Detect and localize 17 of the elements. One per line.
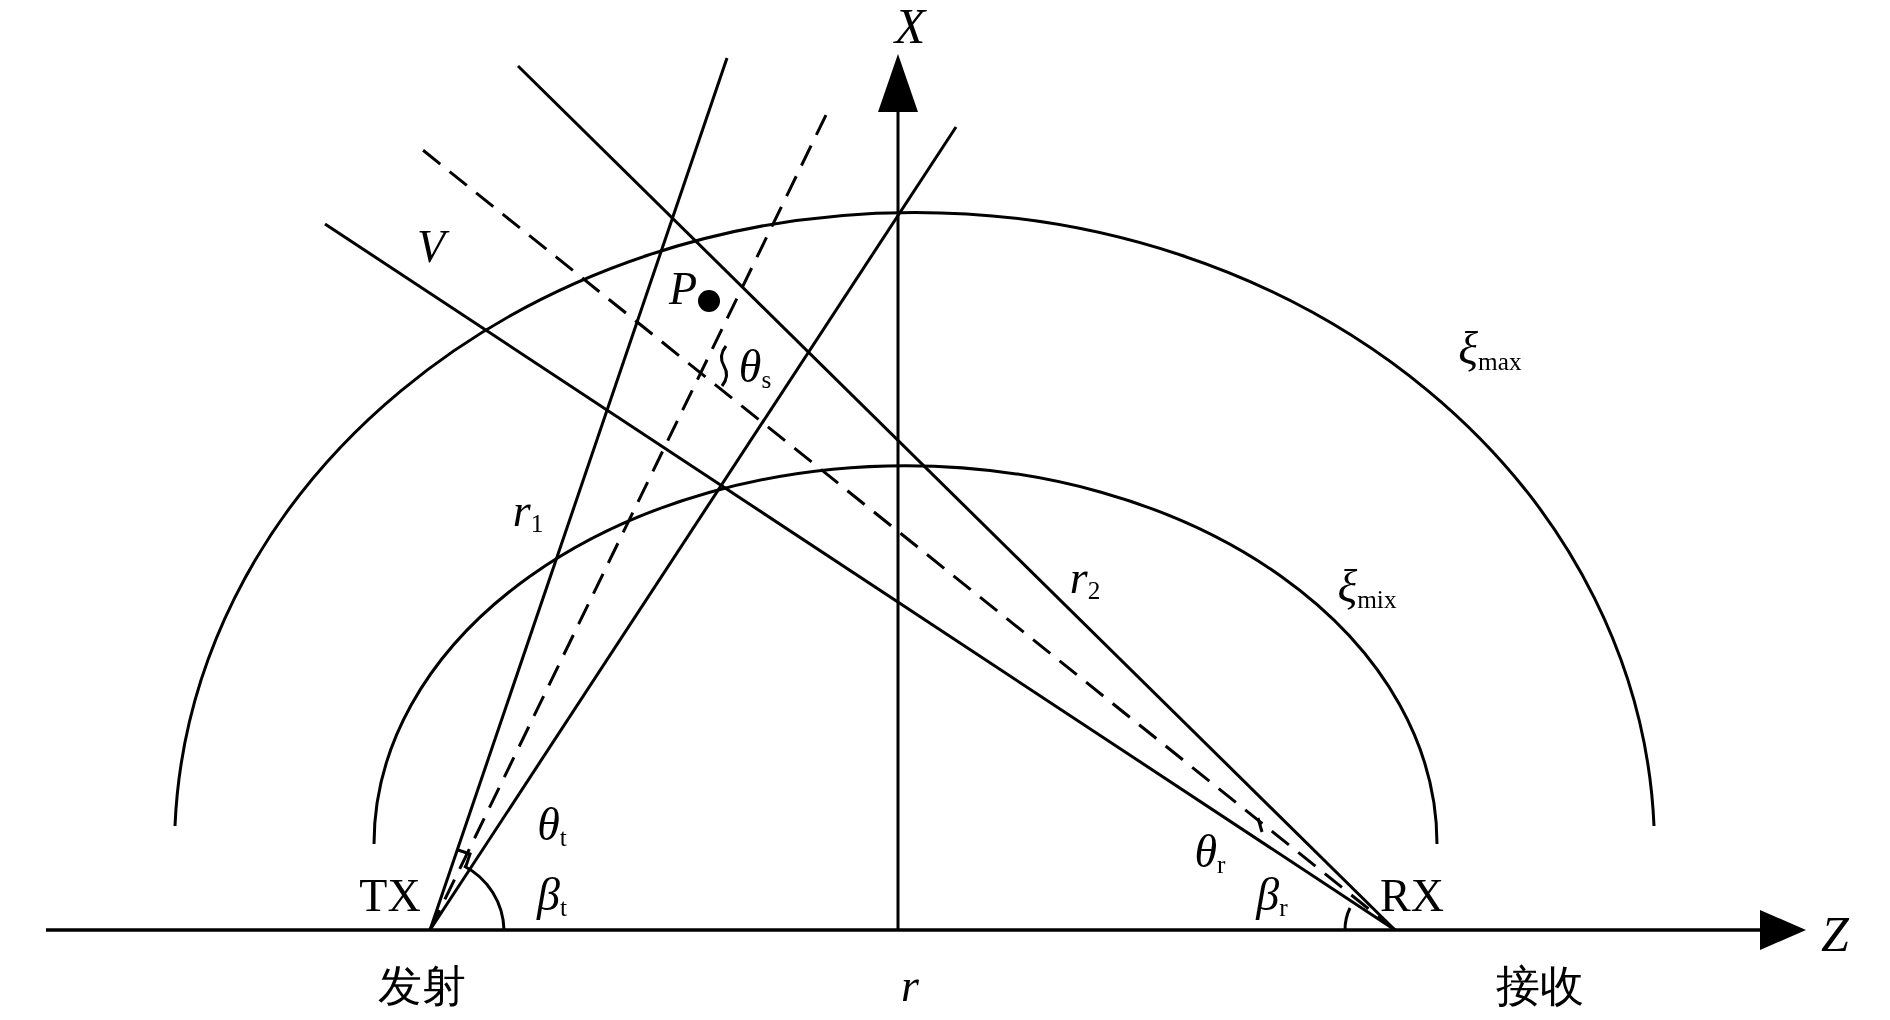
angle-label: θ$_{r}$ [1194,828,1226,878]
distance-label: r$_{2}$ [1069,554,1101,604]
angle-label: β$_{r}$ [1256,871,1288,921]
caption-label: 接收 [1496,964,1584,1008]
caption-label: 发射 [378,964,466,1008]
point-label: P [668,266,698,312]
distance-label: r$_{1}$ [512,487,544,537]
axis-label: X [894,1,926,51]
angle-label: β$_{t}$ [537,871,567,921]
axis-label: Z [1821,909,1849,959]
contour-label: ξ$_{max}$ [1458,325,1522,375]
transmitter-label: TX [359,873,421,919]
angle-label: θ$_{t}$ [537,801,567,851]
receiver-label: RX [1380,873,1444,919]
angle-label: θ$_{s}$ [738,343,772,393]
distance-label: r [901,963,919,1009]
contour-label: ξ$_{mix}$ [1337,563,1397,613]
